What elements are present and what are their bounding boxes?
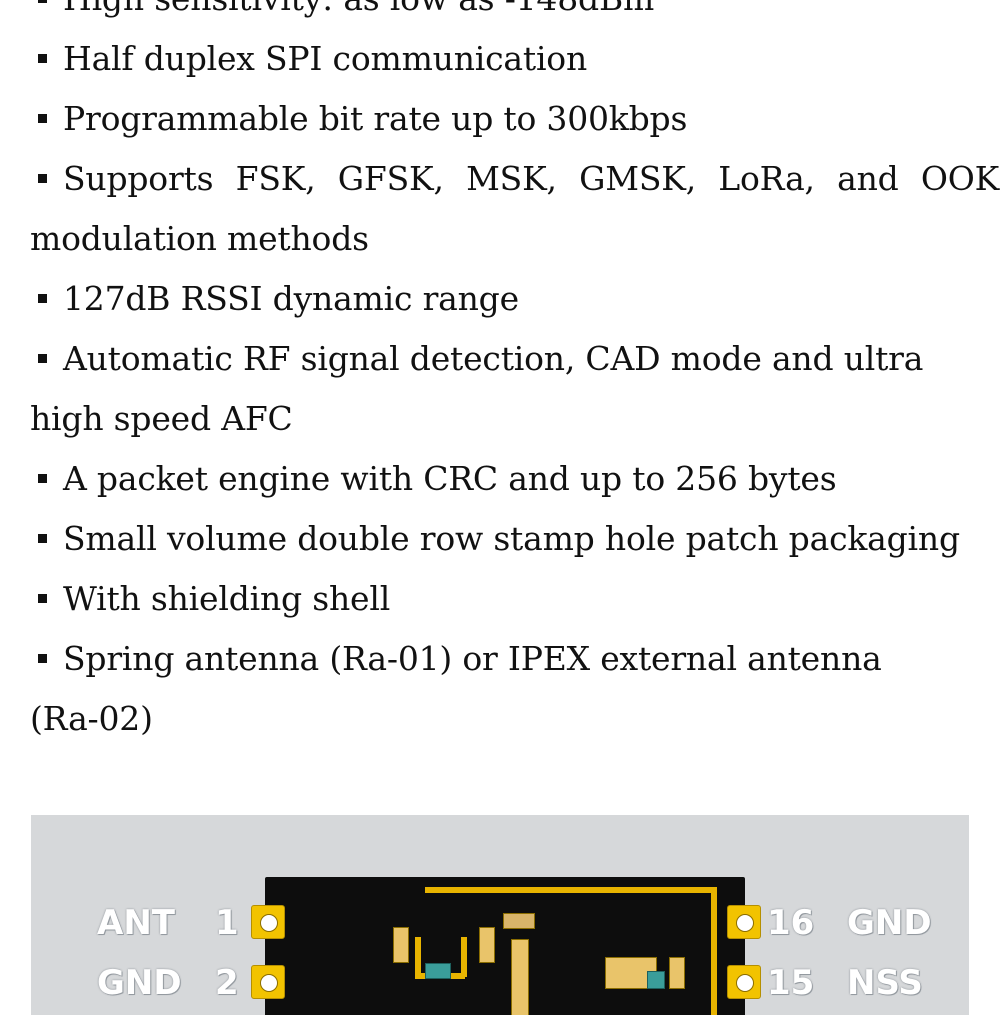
feature-item: Supports FSK, GFSK, MSK, GMSK, LoRa, and… (30, 149, 999, 209)
pin-label: NSS (847, 963, 923, 1003)
pcb-trace (425, 887, 715, 893)
feature-text: (Ra-02) (30, 699, 153, 738)
pin-number: 15 (767, 963, 815, 1003)
feature-text: Automatic RF signal detection, CAD mode … (63, 339, 924, 378)
feature-text: Small volume double row stamp hole patch… (63, 519, 960, 558)
module-board (265, 877, 745, 1015)
pad-hole (736, 914, 754, 932)
solder-pad (727, 905, 761, 939)
feature-text: High sensitivity: as low as -148dBm (63, 0, 654, 18)
feature-item: Automatic RF signal detection, CAD mode … (30, 329, 980, 389)
feature-list: High sensitivity: as low as -148dBm Half… (30, 0, 999, 749)
pad-hole (260, 914, 278, 932)
feature-text: Supports FSK, GFSK, MSK, GMSK, LoRa, and… (63, 159, 1000, 198)
pin-label: ANT (97, 903, 175, 943)
feature-text: A packet engine with CRC and up to 256 b… (63, 459, 837, 498)
feature-item: With shielding shell (30, 569, 980, 629)
solder-pad (251, 905, 285, 939)
module-pinout-diagram: ANT 1 GND 2 16 GND 15 NSS (31, 815, 969, 1015)
pcb-trace (415, 937, 421, 977)
smd-component (393, 927, 409, 963)
smd-component (479, 927, 495, 963)
feature-item: A packet engine with CRC and up to 256 b… (30, 449, 980, 509)
smd-component (647, 971, 665, 989)
smd-component (503, 913, 535, 929)
feature-item: Small volume double row stamp hole patch… (30, 509, 980, 569)
feature-text: modulation methods (30, 219, 369, 258)
smd-component (425, 963, 451, 979)
bullet-icon (38, 473, 47, 483)
bullet-icon (38, 0, 47, 3)
bullet-icon (38, 53, 47, 63)
feature-continuation: modulation methods (30, 209, 980, 269)
feature-item: High sensitivity: as low as -148dBm (30, 0, 980, 29)
pin-number: 16 (767, 903, 815, 943)
pin-number: 1 (215, 903, 239, 943)
feature-text: Half duplex SPI communication (63, 39, 588, 78)
feature-text: 127dB RSSI dynamic range (63, 279, 519, 318)
feature-item: Spring antenna (Ra-01) or IPEX external … (30, 629, 980, 689)
feature-item: 127dB RSSI dynamic range (30, 269, 980, 329)
feature-item: Half duplex SPI communication (30, 29, 980, 89)
bullet-icon (38, 653, 47, 663)
pad-hole (736, 974, 754, 992)
feature-continuation: (Ra-02) (30, 689, 980, 749)
feature-continuation: high speed AFC (30, 389, 980, 449)
feature-text: high speed AFC (30, 399, 293, 438)
pin-number: 2 (215, 963, 239, 1003)
smd-component (511, 939, 529, 1015)
bullet-icon (38, 113, 47, 123)
feature-text: Programmable bit rate up to 300kbps (63, 99, 688, 138)
pcb-trace (461, 937, 467, 977)
solder-pad (727, 965, 761, 999)
feature-item: Programmable bit rate up to 300kbps (30, 89, 980, 149)
bullet-icon (38, 173, 47, 183)
pin-label: GND (97, 963, 182, 1003)
solder-pad (251, 965, 285, 999)
feature-text: Spring antenna (Ra-01) or IPEX external … (63, 639, 882, 678)
pin-label: GND (847, 903, 932, 943)
bullet-icon (38, 533, 47, 543)
pad-hole (260, 974, 278, 992)
bullet-icon (38, 293, 47, 303)
pcb-trace (711, 887, 717, 1015)
bullet-icon (38, 353, 47, 363)
feature-text: With shielding shell (63, 579, 391, 618)
smd-component (669, 957, 685, 989)
bullet-icon (38, 593, 47, 603)
